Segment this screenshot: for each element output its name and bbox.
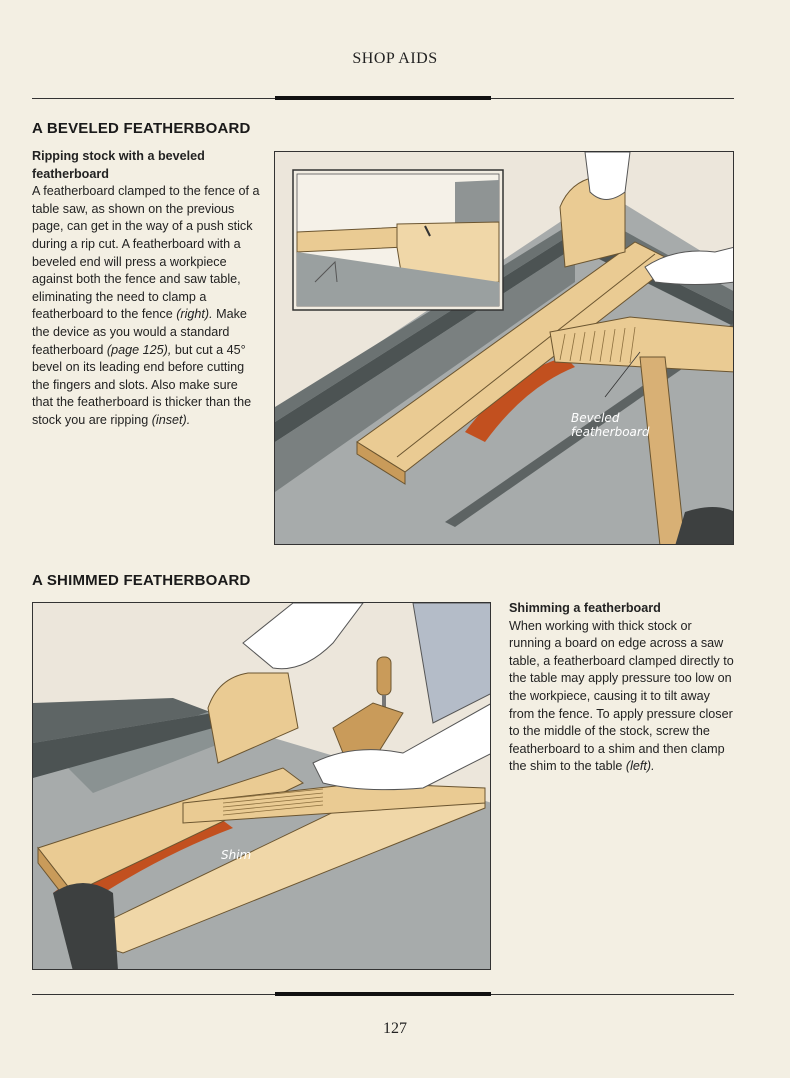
caption-title: Ripping stock with a beveled featherboar… — [32, 149, 205, 181]
top-rule-accent — [275, 96, 491, 100]
callout-beveled-line2: featherboard — [571, 425, 650, 439]
saw-table-drawing: Beveled featherboard — [275, 152, 733, 544]
shim-drawing: Shim — [33, 603, 490, 969]
caption-text: A featherboard clamped to the fence of a… — [32, 184, 260, 322]
bottom-rule-accent — [275, 992, 491, 996]
caption-shimmed: Shimming a featherboard When working wit… — [509, 600, 734, 776]
callout-shim: Shim — [221, 848, 251, 862]
caption-title: Shimming a featherboard — [509, 601, 661, 615]
section-title-beveled: A BEVELED FEATHERBOARD — [32, 120, 251, 137]
section-title-shimmed: A SHIMMED FEATHERBOARD — [32, 572, 251, 589]
running-head: SHOP AIDS — [352, 50, 438, 67]
caption-beveled: Ripping stock with a beveled featherboar… — [32, 148, 260, 430]
caption-text: Make the device as you would a standard … — [32, 307, 247, 357]
caption-ref: (inset). — [151, 412, 191, 427]
caption-ref: (left). — [625, 759, 655, 774]
caption-text: When working with thick stock or running… — [509, 618, 734, 774]
callout-beveled-line1: Beveled — [571, 411, 620, 425]
caption-ref: (page 125), — [106, 342, 172, 357]
caption-text: but cut a 45° bevel on its leading end b… — [32, 342, 252, 427]
page-number: 127 — [383, 1020, 407, 1037]
illustration-beveled-featherboard: Beveled featherboard — [274, 151, 734, 545]
caption-ref: (right). — [176, 307, 213, 322]
illustration-shimmed-featherboard: Shim — [32, 602, 491, 970]
